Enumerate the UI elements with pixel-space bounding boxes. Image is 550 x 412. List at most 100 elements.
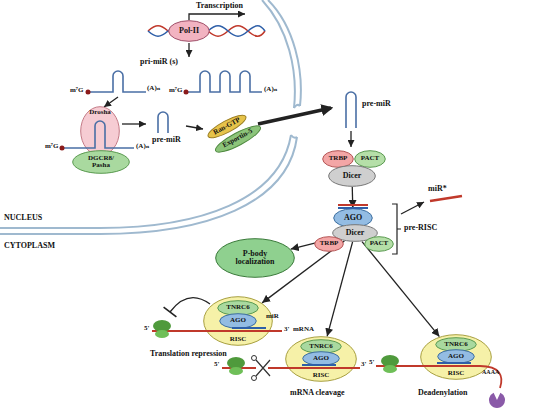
node-label: P-body localization <box>225 250 285 267</box>
node-label: RISC <box>313 372 330 379</box>
ellipse-outline <box>303 352 340 366</box>
deadenylase <box>489 393 505 408</box>
ellipse-outline <box>365 237 394 252</box>
outcome-label: mRNA cleavage <box>290 389 344 398</box>
nuclear-pore <box>294 105 300 108</box>
nuclear-envelope <box>262 0 295 108</box>
ellipse-outline <box>286 337 357 382</box>
ellipse-outline <box>315 237 344 252</box>
polymerase-ellipse: Pol-II <box>168 20 210 42</box>
outcome-label: Translation repression <box>150 350 227 359</box>
risc-ellipse: RISC TNRC6AGO <box>203 296 273 346</box>
flow-arrow <box>104 97 118 107</box>
node-label: RISC <box>230 336 247 343</box>
protein-ellipse: Drosha <box>80 106 120 156</box>
node-label: AGO <box>448 353 464 360</box>
molecule-label: miR <box>266 313 279 321</box>
ribosome <box>227 357 245 369</box>
ribosome <box>153 320 171 332</box>
tail-label: (A)ₙ <box>136 143 149 151</box>
node-label: TRBP <box>329 155 348 162</box>
ribosome <box>383 365 397 373</box>
process-ellipse: P-body localization <box>215 238 295 278</box>
ellipse-outline <box>81 107 120 156</box>
protein-ellipse: PACT <box>354 150 386 168</box>
nuclear-pore <box>291 135 297 138</box>
cap-label: m⁷G <box>169 87 182 95</box>
ribosome <box>229 367 243 375</box>
node-label: TNRC6 <box>444 341 467 348</box>
ellipse-outline <box>204 297 273 346</box>
molecule-label: pre-miR <box>152 136 181 145</box>
protein-ellipse: Dicer <box>328 165 376 187</box>
molecule-label: pre-miR <box>362 100 391 109</box>
pre-mirna-hairpin <box>346 92 356 128</box>
pri-mirna-hairpin <box>88 71 146 92</box>
compartment-label: CYTOPLASM <box>4 242 55 251</box>
pre-risc-bracket <box>392 204 401 254</box>
end-label: 5' <box>369 359 374 367</box>
mrna-strand <box>222 367 360 369</box>
cap-dot <box>184 90 189 95</box>
mirna-strand <box>437 362 471 364</box>
cap-dot <box>60 146 65 151</box>
nuclear-envelope <box>0 135 291 228</box>
node-label: TNRC6 <box>309 343 332 350</box>
scissors <box>256 360 270 376</box>
molecule-label: pri-miR (s) <box>140 58 178 67</box>
ellipse-outline <box>218 301 259 316</box>
mrna-strand <box>152 330 282 332</box>
flow-arrow <box>186 126 203 129</box>
node-label: TRBP <box>320 240 339 247</box>
end-label: 3' <box>361 361 366 369</box>
mrna-strand <box>376 366 501 388</box>
protein-ellipse: PACT <box>364 236 394 252</box>
tail-label: (A)ₙ <box>147 85 160 93</box>
ellipse-outline <box>169 21 210 42</box>
molecule-label: mRNA <box>293 326 314 334</box>
node-label: Dicer <box>346 229 365 237</box>
ellipse-outline <box>421 335 492 380</box>
compartment-label: NUCLEUS <box>4 214 42 223</box>
nuclear-envelope <box>0 137 297 234</box>
node-label: Drosha <box>89 109 111 116</box>
ellipse-outline <box>323 151 354 168</box>
cap-label: m⁷G <box>70 87 83 95</box>
mirna-strand <box>232 327 266 329</box>
pri-mirna-hairpin <box>186 71 262 92</box>
ellipse-outline <box>73 151 130 174</box>
node-label: TNRC6 <box>226 304 249 311</box>
protein-ellipse: DGCR8/ Pasha <box>72 150 130 174</box>
ellipse-outline <box>355 151 386 168</box>
passenger-strand <box>430 196 462 201</box>
ellipse-outline <box>213 122 264 157</box>
flow-arrow <box>122 123 146 124</box>
node-label: AGO <box>230 317 246 324</box>
flow-arrow <box>362 242 439 337</box>
node-label: RISC <box>448 370 465 377</box>
pre-mirna-hairpin <box>158 112 168 133</box>
node-label: DGCR8/ Pasha <box>84 155 118 170</box>
node-label: Pol-II <box>179 27 199 35</box>
mirna-duplex <box>338 204 368 206</box>
mirna-duplex <box>338 207 368 209</box>
ellipse-outline <box>216 239 295 278</box>
risc-ellipse: RISC TNRC6AGO <box>285 336 357 382</box>
ellipse-outline <box>438 350 475 364</box>
node-label: AGO <box>313 355 329 362</box>
protein-ellipse: AGO <box>437 349 475 364</box>
flow-arrow <box>352 187 354 208</box>
ellipse-outline <box>329 166 376 187</box>
ribosome <box>381 355 399 367</box>
export-arrow <box>258 108 331 124</box>
flow-arrow <box>350 131 351 147</box>
end-label: 3' <box>284 326 289 334</box>
node-label: PACT <box>361 155 380 162</box>
flow-arrow <box>188 43 189 57</box>
inhibition-line <box>170 298 210 312</box>
node-label: PACT <box>370 240 389 247</box>
ribosome <box>155 330 169 338</box>
